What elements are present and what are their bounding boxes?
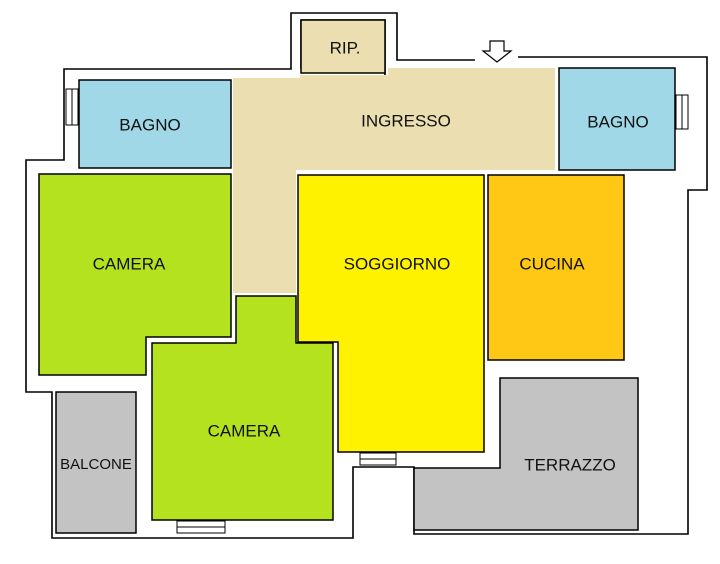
outer-wall bbox=[25, 12, 708, 539]
room-rip bbox=[300, 19, 386, 74]
label-balcone: BALCONE bbox=[60, 456, 132, 473]
label-terrazzo: TERRAZZO bbox=[524, 455, 616, 474]
room-ingresso bbox=[233, 68, 555, 293]
label-bagno-left: BAGNO bbox=[119, 115, 180, 134]
label-rip: RIP. bbox=[330, 38, 361, 57]
label-camera-top: CAMERA bbox=[93, 254, 166, 273]
room-terrazzo bbox=[413, 377, 639, 531]
room-camera-bottom bbox=[151, 295, 334, 521]
room-balcone bbox=[55, 391, 137, 534]
label-ingresso: INGRESSO bbox=[361, 111, 451, 130]
room-soggiorno bbox=[297, 174, 485, 453]
room-bagno-right bbox=[558, 67, 676, 171]
window bbox=[65, 88, 689, 534]
down-arrow-icon bbox=[481, 40, 513, 63]
label-cucina: CUCINA bbox=[519, 254, 585, 273]
label-soggiorno: SOGGIORNO bbox=[344, 254, 451, 273]
room-camera-top bbox=[38, 173, 232, 376]
label-camera-bottom: CAMERA bbox=[208, 421, 281, 440]
label-bagno-right: BAGNO bbox=[587, 112, 648, 131]
room-bagno-left bbox=[78, 79, 232, 169]
room-cucina bbox=[487, 174, 625, 361]
